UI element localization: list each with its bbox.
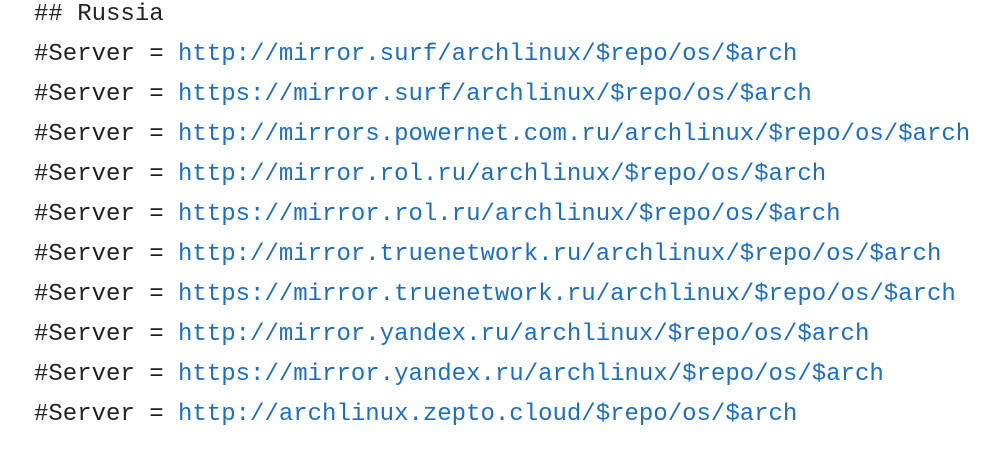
section-heading: ## Russia xyxy=(34,0,970,35)
mirror-url-link[interactable]: http://mirror.yandex.ru/archlinux/$repo/… xyxy=(178,321,870,348)
code-block: ## Russia #Server = http://mirror.surf/ar… xyxy=(34,0,970,435)
server-line: #Server = http://mirror.truenetwork.ru/a… xyxy=(34,235,970,275)
server-prefix: #Server = xyxy=(34,41,179,68)
server-prefix: #Server = xyxy=(34,81,179,108)
server-prefix: #Server = xyxy=(34,121,179,148)
mirror-url-link[interactable]: https://mirror.surf/archlinux/$repo/os/$… xyxy=(178,81,812,108)
mirror-url-link[interactable]: https://mirror.truenetwork.ru/archlinux/… xyxy=(178,281,956,308)
server-line: #Server = https://mirror.rol.ru/archlinu… xyxy=(34,195,970,235)
server-line: #Server = http://mirror.rol.ru/archlinux… xyxy=(34,155,970,195)
server-prefix: #Server = xyxy=(34,321,179,348)
server-line: #Server = http://mirror.surf/archlinux/$… xyxy=(34,35,970,75)
server-prefix: #Server = xyxy=(34,281,179,308)
mirror-url-link[interactable]: http://archlinux.zepto.cloud/$repo/os/$a… xyxy=(178,401,798,428)
mirror-url-link[interactable]: http://mirror.surf/archlinux/$repo/os/$a… xyxy=(178,41,798,68)
server-line: #Server = http://mirror.yandex.ru/archli… xyxy=(34,315,970,355)
server-prefix: #Server = xyxy=(34,401,179,428)
mirror-url-link[interactable]: http://mirrors.powernet.com.ru/archlinux… xyxy=(178,121,971,148)
server-line: #Server = https://mirror.yandex.ru/archl… xyxy=(34,355,970,395)
mirror-url-link[interactable]: https://mirror.rol.ru/archlinux/$repo/os… xyxy=(178,201,841,228)
server-prefix: #Server = xyxy=(34,201,179,228)
mirror-url-link[interactable]: https://mirror.yandex.ru/archlinux/$repo… xyxy=(178,361,884,388)
server-prefix: #Server = xyxy=(34,361,179,388)
server-line: #Server = http://archlinux.zepto.cloud/$… xyxy=(34,395,970,435)
server-line: #Server = https://mirror.surf/archlinux/… xyxy=(34,75,970,115)
server-line: #Server = http://mirrors.powernet.com.ru… xyxy=(34,115,970,155)
mirror-url-link[interactable]: http://mirror.rol.ru/archlinux/$repo/os/… xyxy=(178,161,827,188)
server-prefix: #Server = xyxy=(34,161,179,188)
server-prefix: #Server = xyxy=(34,241,179,268)
heading-text: ## Russia xyxy=(34,1,164,28)
server-line: #Server = https://mirror.truenetwork.ru/… xyxy=(34,275,970,315)
mirror-url-link[interactable]: http://mirror.truenetwork.ru/archlinux/$… xyxy=(178,241,942,268)
